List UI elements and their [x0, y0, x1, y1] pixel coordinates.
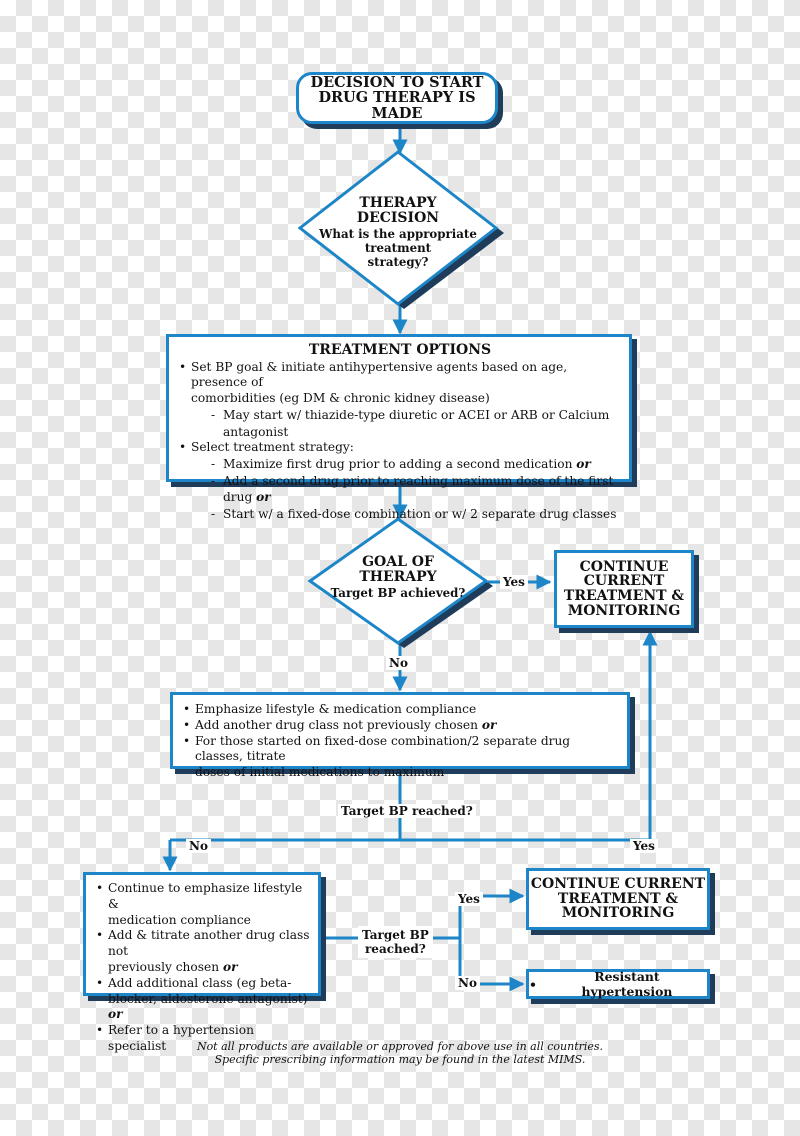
treatment-options-title: TREATMENT OPTIONS — [308, 342, 492, 358]
diamond-goal — [307, 517, 489, 645]
start-line2: DRUG THERAPY IS MADE — [318, 89, 476, 122]
lifestyle-item-1: Emphasize lifestyle & medication complia… — [183, 702, 619, 718]
continue-box-1: CONTINUE CURRENT TREATMENT & MONITORING — [554, 550, 694, 628]
or-word: or — [481, 717, 497, 732]
continue2-line3: MONITORING — [561, 905, 675, 922]
treatment-bullet-2: Select treatment strategy: Maximize firs… — [179, 440, 621, 522]
resistant-text: Resistant hypertension — [581, 969, 673, 999]
branch2-yes-label: Yes — [455, 892, 483, 906]
continue1-line3: TREATMENT & — [563, 588, 685, 604]
therapy-question1: What is the appropriate — [319, 227, 477, 242]
footer-note: Not all products are available or approv… — [180, 1040, 620, 1066]
treatment-bullet-1-line1: Set BP goal & initiate antihypertensive … — [191, 359, 568, 390]
goal-yes-label: Yes — [500, 575, 528, 589]
goal-title1: GOAL OF — [362, 554, 434, 570]
diamond-therapy-decision — [297, 150, 499, 306]
or-word: or — [222, 959, 238, 974]
footer-line2: Specific prescribing information may be … — [214, 1053, 586, 1066]
continue1-line2: CURRENT — [583, 573, 665, 590]
target-reached-label-1: Target BP reached? — [338, 804, 476, 818]
treatment-sub-2a: Maximize first drug prior to adding a se… — [211, 456, 621, 473]
footer-line1: Not all products are available or approv… — [196, 1040, 604, 1053]
start-box: DECISION TO START DRUG THERAPY IS MADE — [296, 72, 498, 124]
goal-text: GOAL OF THERAPY Target BP achieved? — [328, 554, 468, 601]
treatment-options-box: TREATMENT OPTIONS Set BP goal & initiate… — [166, 334, 632, 522]
continue-box-2: CONTINUE CURRENT TREATMENT & MONITORING — [526, 868, 710, 930]
specialist-item-4: Refer to a hypertension specialist — [96, 1023, 312, 1055]
start-line1: DECISION TO START — [310, 74, 484, 92]
split-yes-label: Yes — [630, 839, 658, 853]
lifestyle-item-2: Add another drug class not previously ch… — [183, 718, 619, 734]
therapy-question3: strategy? — [367, 255, 429, 270]
therapy-decision-text: THERAPY DECISION What is the appropriate… — [318, 195, 478, 270]
specialist-item-1: Continue to emphasize lifestyle & medica… — [96, 881, 312, 928]
specialist-item-3: Add additional class (eg beta- blocker, … — [96, 976, 312, 1023]
lifestyle-item-3-line2: doses of initial medications to maximum — [195, 765, 445, 780]
therapy-question2: treatment — [364, 241, 432, 256]
treatment-bullet-1-line2: comorbidities (eg DM & chronic kidney di… — [191, 391, 490, 406]
continue2-line2: TREATMENT & — [557, 890, 679, 907]
lifestyle-box: Emphasize lifestyle & medication complia… — [170, 692, 630, 779]
goal-title2: THERAPY — [359, 568, 437, 585]
goal-question: Target BP achieved? — [330, 586, 466, 601]
or-word: or — [256, 490, 271, 505]
or-word: or — [576, 457, 591, 472]
specialist-box: Continue to emphasize lifestyle & medica… — [83, 872, 321, 1053]
treatment-sub-2b: Add a second drug prior to reaching maxi… — [211, 473, 621, 506]
continue1-line1: CONTINUE — [579, 558, 669, 575]
specialist-item-2: Add & titrate another drug class not pre… — [96, 928, 312, 975]
goal-no-label: No — [386, 656, 411, 670]
therapy-title1: THERAPY — [359, 195, 437, 211]
treatment-bullet-2-text: Select treatment strategy: — [191, 440, 354, 455]
or-word: or — [108, 1007, 123, 1022]
lifestyle-item-3-line1: For those started on fixed-dose combinat… — [195, 733, 571, 764]
split-no-label: No — [186, 839, 211, 853]
continue2-line1: CONTINUE CURRENT — [530, 875, 706, 892]
branch2-no-label: No — [455, 976, 480, 990]
resistant-box: • Resistant hypertension — [526, 969, 710, 999]
therapy-title2: DECISION — [356, 209, 440, 226]
treatment-sub-2c: Start w/ a fixed-dose combination or w/ … — [211, 506, 621, 523]
continue1-line4: MONITORING — [567, 602, 681, 619]
treatment-bullet-1: Set BP goal & initiate antihypertensive … — [179, 360, 621, 441]
target-reached-label-2: Target BP reached? — [358, 926, 433, 958]
resistant-bullet: • — [529, 976, 537, 992]
lifestyle-item-3: For those started on fixed-dose combinat… — [183, 734, 619, 781]
treatment-sub-1: May start w/ thiazide-type diuretic or A… — [211, 407, 621, 440]
